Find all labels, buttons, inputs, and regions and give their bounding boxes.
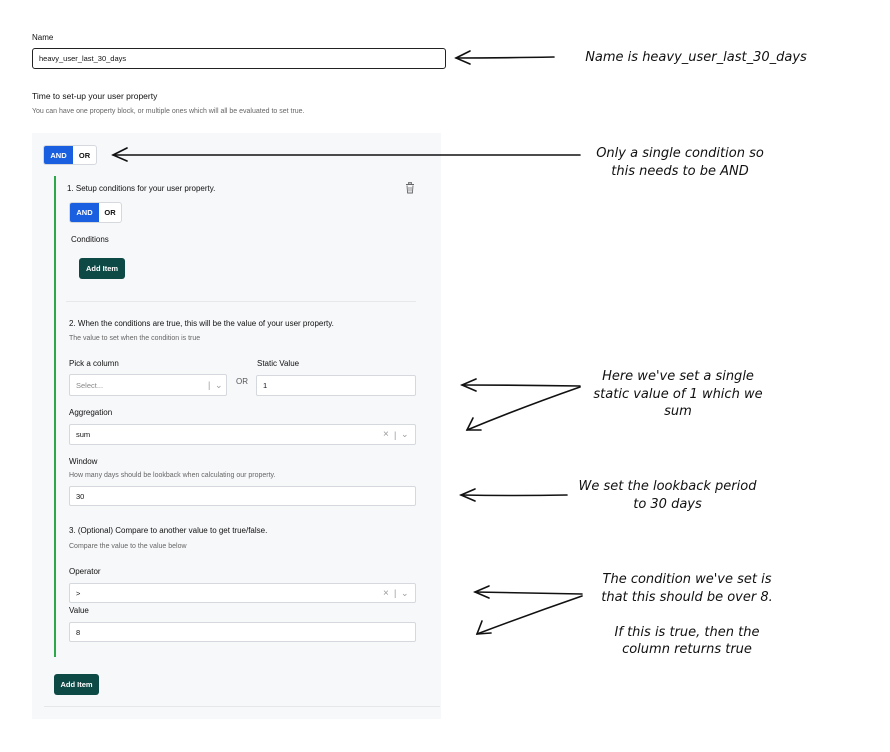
static-value-label: Static Value [257, 359, 300, 368]
step2-description: The value to set when the condition is t… [69, 335, 201, 342]
clear-icon[interactable]: × [383, 587, 389, 599]
aggregation-label: Aggregation [69, 408, 113, 417]
arrow-static [461, 384, 581, 387]
select-separator: | [394, 588, 397, 598]
arrow-value [476, 595, 583, 635]
annotation-static-line1: Here we've set a single [602, 369, 754, 384]
pick-column-placeholder: Select... [76, 380, 104, 390]
select-separator: | [208, 380, 211, 390]
clear-icon[interactable]: × [383, 429, 389, 440]
chevron-down-icon[interactable]: ⌄ [401, 429, 409, 439]
outer-and-or-toggle: AND OR [43, 145, 97, 165]
inner-or-button[interactable]: OR [104, 208, 116, 217]
block-indicator-bar [54, 176, 56, 657]
section-description: You can have one property block, or mult… [32, 108, 305, 115]
or-divider-text: OR [236, 377, 248, 386]
window-description: How many days should be lookback when ca… [69, 472, 276, 479]
pick-column-select[interactable]: Select... | ⌄ [69, 374, 227, 396]
outer-or-button[interactable]: OR [78, 150, 91, 160]
panel-bottom-divider [44, 706, 440, 707]
step1-title: 1. Setup conditions for your user proper… [67, 184, 216, 193]
step3-description: Compare the value to the value below [69, 543, 187, 550]
outer-and-button[interactable]: AND [44, 146, 73, 164]
window-input[interactable]: 30 [69, 486, 416, 506]
annotation-static-line3: sum [664, 404, 692, 419]
arrow-operator [474, 591, 583, 595]
name-label: Name [32, 33, 54, 42]
pick-column-label: Pick a column [69, 359, 119, 368]
annotation-window-line1: We set the lookback period [578, 479, 757, 494]
add-condition-button[interactable]: Add Item [79, 258, 125, 279]
add-block-button[interactable]: Add Item [54, 674, 99, 695]
static-value-input[interactable]: 1 [256, 375, 416, 396]
annotation-window-line2: to 30 days [633, 497, 702, 512]
select-separator: | [394, 429, 397, 440]
value-label: Value [69, 606, 89, 615]
aggregation-value: sum [76, 430, 91, 439]
annotation-compare-line1: The condition we've set is [602, 572, 772, 587]
inner-and-button[interactable]: AND [70, 203, 99, 222]
annotation-static-line2: static value of 1 which we [593, 387, 763, 402]
operator-value: > [76, 588, 81, 598]
annotation-and-line1: Only a single condition so [596, 146, 764, 161]
step-divider [66, 301, 416, 302]
step2-title: 2. When the conditions are true, this wi… [69, 319, 334, 328]
step3-title: 3. (Optional) Compare to another value t… [69, 526, 268, 535]
annotation-compare-line3: If this is true, then the [614, 625, 760, 640]
inner-and-or-toggle: AND OR [69, 202, 122, 223]
annotation-compare-line2: that this should be over 8. [601, 590, 773, 605]
operator-label: Operator [69, 567, 101, 576]
chevron-down-icon[interactable]: ⌄ [215, 379, 223, 390]
conditions-label: Conditions [71, 235, 109, 244]
window-label: Window [69, 457, 98, 466]
name-input[interactable]: heavy_user_last_30_days [32, 48, 446, 69]
operator-select[interactable]: > × | ⌄ [69, 583, 416, 603]
arrow-aggregation [466, 386, 581, 431]
annotation-and-line2: this needs to be AND [611, 164, 749, 179]
arrow-window [460, 494, 568, 497]
compare-value-input[interactable]: 8 [69, 622, 416, 642]
annotation-compare-line4: column returns true [622, 642, 752, 657]
aggregation-select[interactable]: sum × | ⌄ [69, 424, 416, 445]
arrow-and [112, 154, 581, 157]
chevron-down-icon[interactable]: ⌄ [401, 587, 409, 598]
section-title: Time to set-up your user property [32, 91, 158, 101]
trash-icon[interactable] [405, 181, 415, 194]
arrow-name [455, 56, 555, 59]
annotation-name: Name is heavy_user_last_30_days [585, 50, 807, 65]
